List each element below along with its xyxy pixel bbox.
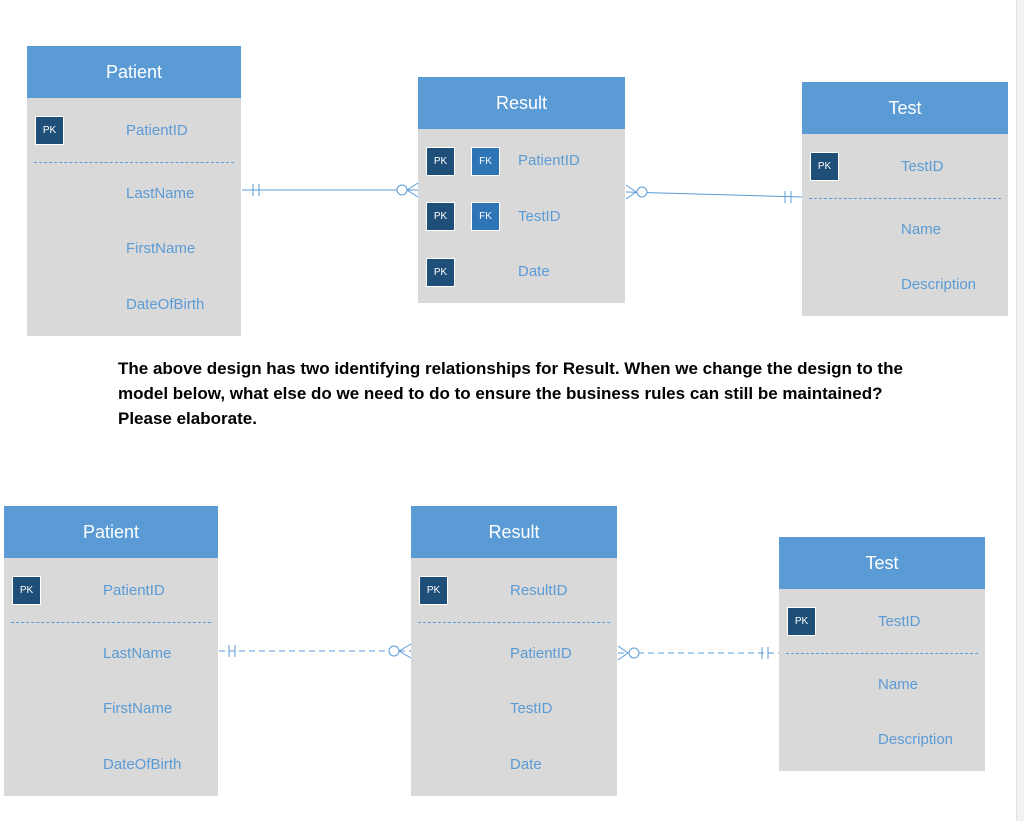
fk-badge: FK [471, 202, 500, 231]
attribute-dateofbirth: DateOfBirth [103, 756, 182, 773]
fk-badge: FK [471, 147, 500, 176]
attribute-patientid: PatientID [126, 122, 188, 139]
pk-badge: PK [787, 607, 816, 636]
question-text: The above design has two identifying rel… [118, 359, 903, 428]
pk-badge: PK [419, 576, 448, 605]
key-separator [418, 622, 610, 623]
crowsfoot [625, 184, 637, 193]
key-separator [809, 198, 1001, 199]
attribute-testid: TestID [518, 208, 561, 225]
entity-patient-2: Patient PK PatientID LastName FirstName … [4, 506, 218, 796]
attribute-patientid: PatientID [510, 645, 572, 662]
entity-test-1: Test PK TestID Name Description [802, 82, 1008, 316]
key-separator [34, 162, 234, 163]
pk-badge: PK [810, 152, 839, 181]
attribute-testid: TestID [510, 700, 553, 717]
attribute-description: Description [901, 276, 977, 293]
entity-title: Result [418, 77, 625, 129]
pk-badge: PK [426, 147, 455, 176]
key-separator [11, 622, 211, 623]
attribute-date: Date [518, 263, 550, 280]
crowsfoot [398, 650, 412, 659]
crowsfoot [398, 643, 412, 652]
key-separator [786, 653, 978, 654]
attribute-dateofbirth: DateOfBirth [126, 296, 205, 313]
attribute-patientid: PatientID [518, 152, 580, 169]
entity-title: Result [411, 506, 617, 558]
pk-badge: PK [426, 258, 455, 287]
entity-result-2: Result PK ResultID PatientID TestID Date [411, 506, 617, 796]
attribute-date: Date [510, 756, 542, 773]
entity-result-1: Result PK FK PatientID PK FK TestID PK D… [418, 77, 625, 303]
zero-mark [628, 647, 640, 659]
attribute-testid: TestID [878, 613, 921, 630]
relationship-patient-result-2 [219, 643, 412, 659]
zero-mark [636, 186, 648, 198]
entity-title: Patient [4, 506, 218, 558]
attribute-firstname: FirstName [103, 700, 173, 717]
crowsfoot [625, 191, 637, 200]
attribute-firstname: FirstName [126, 240, 196, 257]
pk-badge: PK [35, 116, 64, 145]
entity-title: Patient [27, 46, 241, 98]
attribute-resultid: ResultID [510, 582, 568, 599]
attribute-lastname: LastName [103, 645, 172, 662]
attribute-testid: TestID [901, 158, 944, 175]
attribute-patientid: PatientID [103, 582, 165, 599]
entity-title: Test [779, 537, 985, 589]
attribute-name: Name [901, 221, 942, 238]
pk-badge: PK [12, 576, 41, 605]
entity-test-2: Test PK TestID Name Description [779, 537, 985, 771]
crowsfoot [617, 652, 629, 661]
zero-mark [388, 645, 400, 657]
entity-patient-1: Patient PK PatientID LastName FirstName … [27, 46, 241, 336]
pk-badge: PK [426, 202, 455, 231]
attribute-description: Description [878, 731, 954, 748]
crowsfoot [406, 189, 419, 198]
relationship-patient-result-1 [242, 182, 419, 198]
entity-title: Test [802, 82, 1008, 134]
page-edge [1016, 0, 1024, 821]
attribute-name: Name [878, 676, 919, 693]
relationship-result-test-1 [625, 184, 803, 203]
crowsfoot [617, 645, 629, 654]
attribute-lastname: LastName [126, 185, 195, 202]
zero-mark [396, 184, 408, 196]
crowsfoot [406, 182, 419, 191]
relationship-result-test-2 [617, 645, 779, 661]
